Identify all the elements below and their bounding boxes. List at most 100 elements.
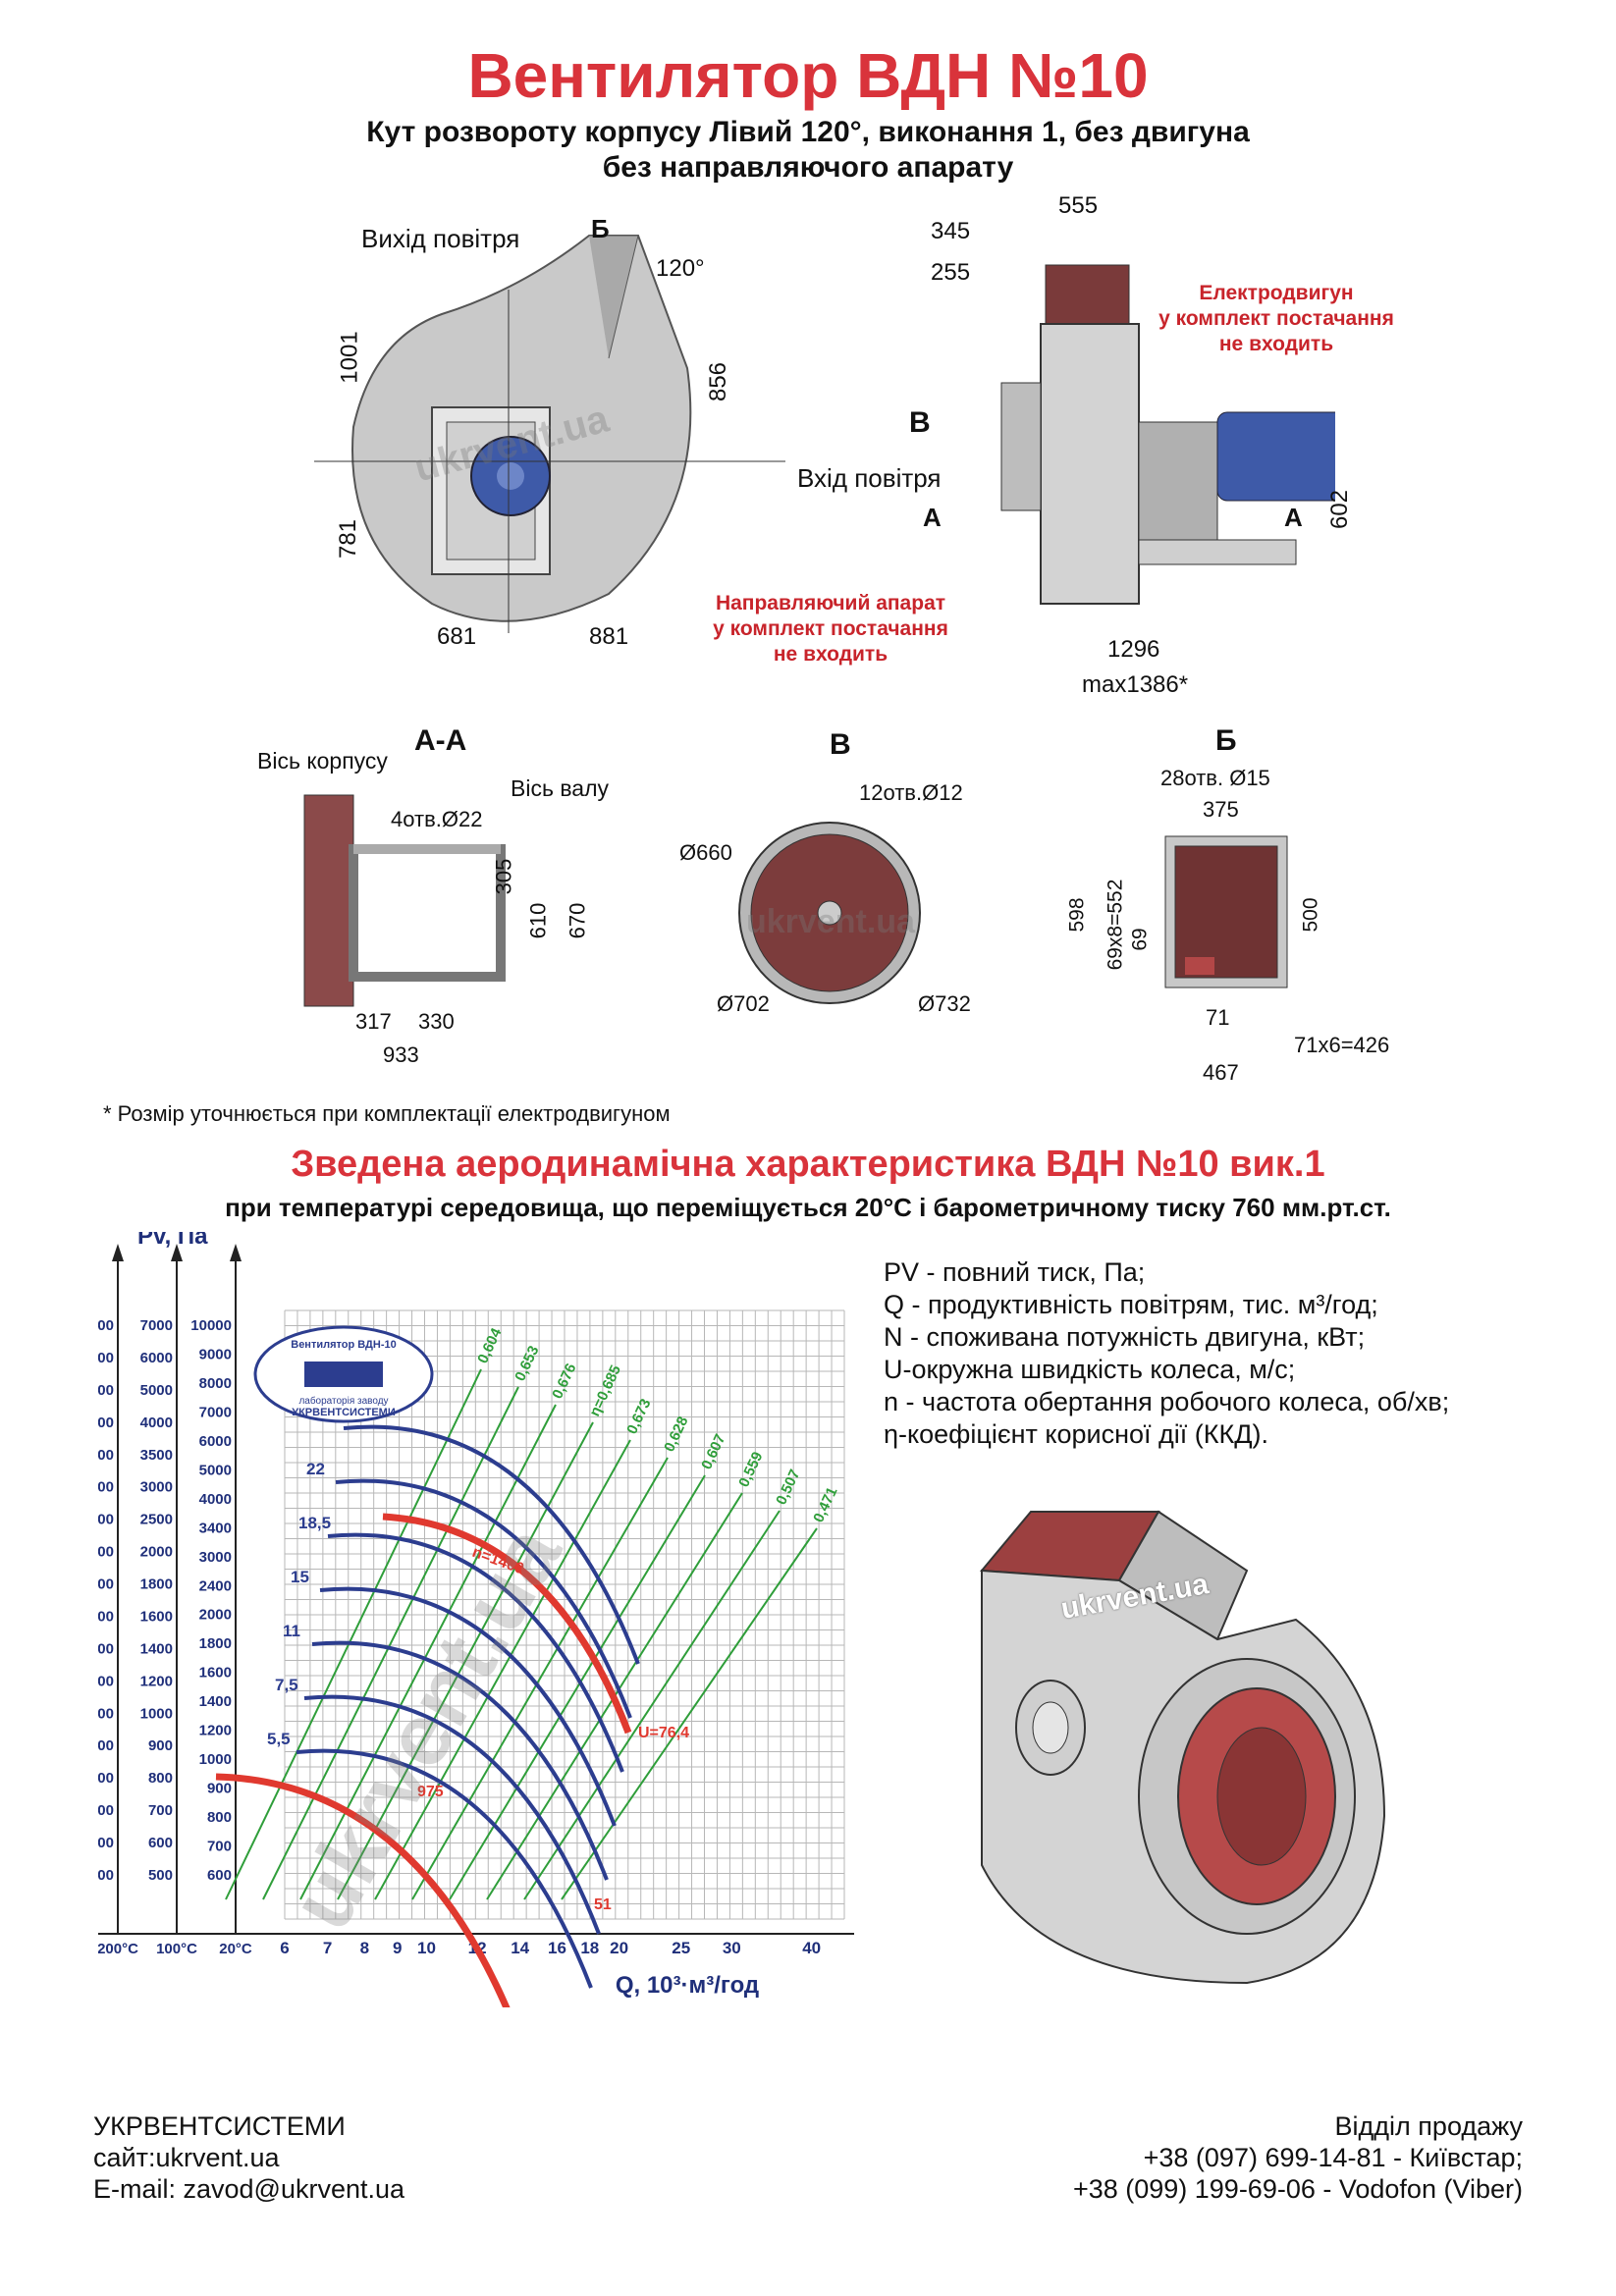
y-tick-label: 600 bbox=[98, 1802, 114, 1819]
y-tick-label: 400 bbox=[98, 1867, 114, 1884]
y-tick-label: 600 bbox=[207, 1867, 232, 1884]
power-label: 7,5 bbox=[275, 1676, 298, 1694]
dim-881: 881 bbox=[589, 623, 629, 650]
power-curve bbox=[296, 1748, 593, 1989]
dim-467: 467 bbox=[1203, 1060, 1239, 1085]
dim-305: 305 bbox=[491, 858, 516, 895]
legend-item: Q - продуктивність повітрям, тис. м³/год… bbox=[884, 1290, 1378, 1319]
aerodynamic-chart: 6000500040003500300025002000180016001400… bbox=[98, 1232, 854, 2007]
dim-933: 933 bbox=[383, 1042, 419, 1067]
section-aa-drawing bbox=[303, 794, 506, 1007]
power-curve bbox=[335, 1478, 632, 1719]
y-tick-label: 1600 bbox=[98, 1576, 114, 1593]
dim-1001: 1001 bbox=[336, 331, 363, 384]
diameter-660: Ø660 bbox=[679, 840, 732, 865]
section-b-title: Б bbox=[1215, 724, 1237, 757]
tip-speed-label: 51 bbox=[594, 1896, 612, 1913]
y-tick-label: 4000 bbox=[98, 1382, 114, 1399]
dim-71x6: 71x6=426 bbox=[1294, 1033, 1390, 1057]
housing-axis-label: Вісь корпусу bbox=[257, 748, 388, 774]
y-tick-label: 7000 bbox=[199, 1404, 232, 1420]
power-label: 22 bbox=[306, 1460, 325, 1478]
y-tick-label: 8000 bbox=[199, 1375, 232, 1392]
y-tick-label: 4000 bbox=[199, 1491, 232, 1508]
company-site[interactable]: сайт:ukrvent.ua bbox=[93, 2143, 280, 2172]
efficiency-line bbox=[411, 1457, 669, 1900]
chart-section-subtitle: при температурі середовища, що переміщує… bbox=[225, 1193, 1391, 1222]
x-axis-title: Q, 10³·м³/год bbox=[616, 1972, 759, 1999]
legend-item: n - частота обертання робочого колеса, о… bbox=[884, 1387, 1450, 1416]
air-outlet-label: Вихід повітря bbox=[361, 224, 520, 253]
page-subtitle-2: без направляючого апарату bbox=[602, 151, 1014, 184]
dim-max: max1386* bbox=[1082, 671, 1189, 698]
footer-left: УКРВЕНТСИСТЕМИ сайт:ukrvent.ua E-mail: z… bbox=[93, 2110, 404, 2205]
x-tick-label: 40 bbox=[802, 1939, 821, 1957]
dim-345: 345 bbox=[931, 218, 971, 244]
y-tick-label: 1800 bbox=[98, 1544, 114, 1561]
phone-vodafone[interactable]: +38 (099) 199-69-06 - Vodofon (Viber) bbox=[1072, 2174, 1523, 2204]
power-label: 18,5 bbox=[298, 1514, 331, 1532]
y-tick-label: 900 bbox=[148, 1737, 173, 1754]
y-tick-label: 5000 bbox=[199, 1462, 232, 1478]
air-inlet-label: Вхід повітря bbox=[797, 463, 942, 493]
power-curve bbox=[327, 1532, 624, 1773]
y-tick-label: 5000 bbox=[98, 1350, 114, 1366]
footer-right: Відділ продажу +38 (097) 699-14-81 - Киї… bbox=[1073, 2110, 1523, 2205]
efficiency-line bbox=[523, 1510, 781, 1900]
chart-legend: PV - повний тиск, Па; Q - продуктивність… bbox=[884, 1256, 1449, 1451]
y-tick-label: 1600 bbox=[140, 1608, 173, 1625]
y-tick-label: 1000 bbox=[98, 1673, 114, 1689]
stamp-text: УКРВЕНТСИСТЕМИ bbox=[292, 1407, 396, 1418]
y-tick-label: 3000 bbox=[98, 1447, 114, 1464]
y-tick-label: 1000 bbox=[140, 1705, 173, 1722]
side-view-drawing bbox=[1000, 264, 1335, 605]
section-v-drawing bbox=[738, 822, 921, 1004]
y-tick-label: 2400 bbox=[199, 1577, 232, 1594]
efficiency-line bbox=[337, 1421, 594, 1900]
legend-item: PV - повний тиск, Па; bbox=[884, 1257, 1146, 1287]
efficiency-line bbox=[299, 1404, 557, 1900]
legend-item: N - споживана потужність двигуна, кВт; bbox=[884, 1322, 1366, 1352]
y-tick-label: 9000 bbox=[199, 1346, 232, 1362]
dim-71: 71 bbox=[1206, 1005, 1230, 1030]
x-tick-label: 16 bbox=[548, 1939, 566, 1957]
x-temp-label: 200°С bbox=[98, 1941, 138, 1957]
chart-section-title: Зведена аеродинамічна характеристика ВДН… bbox=[291, 1144, 1325, 1185]
company-email[interactable]: E-mail: zavod@ukrvent.ua bbox=[93, 2174, 405, 2204]
efficiency-line bbox=[262, 1386, 519, 1900]
y-tick-label: 800 bbox=[98, 1737, 114, 1754]
y-tick-label: 2000 bbox=[140, 1544, 173, 1561]
y-tick-label: 1200 bbox=[199, 1723, 232, 1739]
x-temp-label: 20°С bbox=[219, 1941, 252, 1957]
page-title: Вентилятор ВДН №10 bbox=[467, 40, 1149, 111]
company-name: УКРВЕНТСИСТЕМИ bbox=[93, 2111, 346, 2141]
y-tick-label: 1800 bbox=[140, 1576, 173, 1593]
motor-note: Електродвигун у комплект постачання не в… bbox=[1158, 282, 1394, 355]
y-tick-label: 2000 bbox=[199, 1607, 232, 1624]
phone-kyivstar[interactable]: +38 (097) 699-14-81 - Київстар; bbox=[1143, 2143, 1523, 2172]
aa-holes-label: 4отв.Ø22 bbox=[391, 807, 483, 831]
y-tick-label: 7000 bbox=[140, 1317, 173, 1334]
stamp-text: Вентилятор ВДН-10 bbox=[291, 1339, 396, 1351]
y-tick-label: 600 bbox=[148, 1835, 173, 1851]
stamp-text: лабораторія заводу bbox=[298, 1395, 388, 1407]
y-tick-label: 3000 bbox=[199, 1549, 232, 1566]
y-tick-label: 6000 bbox=[199, 1433, 232, 1450]
v-holes-label: 12отв.Ø12 bbox=[859, 780, 963, 805]
watermark-v: ukrvent.ua bbox=[746, 903, 915, 940]
y-tick-label: 6000 bbox=[98, 1317, 114, 1334]
y-tick-label: 6000 bbox=[140, 1350, 173, 1366]
tip-speed-label: U=76,4 bbox=[638, 1725, 689, 1741]
view-b-marker: Б bbox=[591, 214, 610, 243]
y-tick-label: 500 bbox=[98, 1835, 114, 1851]
section-a-marker-left: А bbox=[923, 503, 942, 532]
x-tick-label: 18 bbox=[580, 1939, 599, 1957]
stamp-fan-icon bbox=[304, 1362, 383, 1387]
efficiency-label: 0,653 bbox=[512, 1343, 542, 1383]
y-tick-label: 900 bbox=[207, 1781, 232, 1797]
y-tick-label: 1600 bbox=[199, 1665, 232, 1682]
y-tick-label: 2000 bbox=[98, 1512, 114, 1528]
y-tick-label: 3400 bbox=[199, 1520, 232, 1536]
power-curve bbox=[311, 1640, 609, 1881]
dim-500: 500 bbox=[1299, 897, 1322, 933]
